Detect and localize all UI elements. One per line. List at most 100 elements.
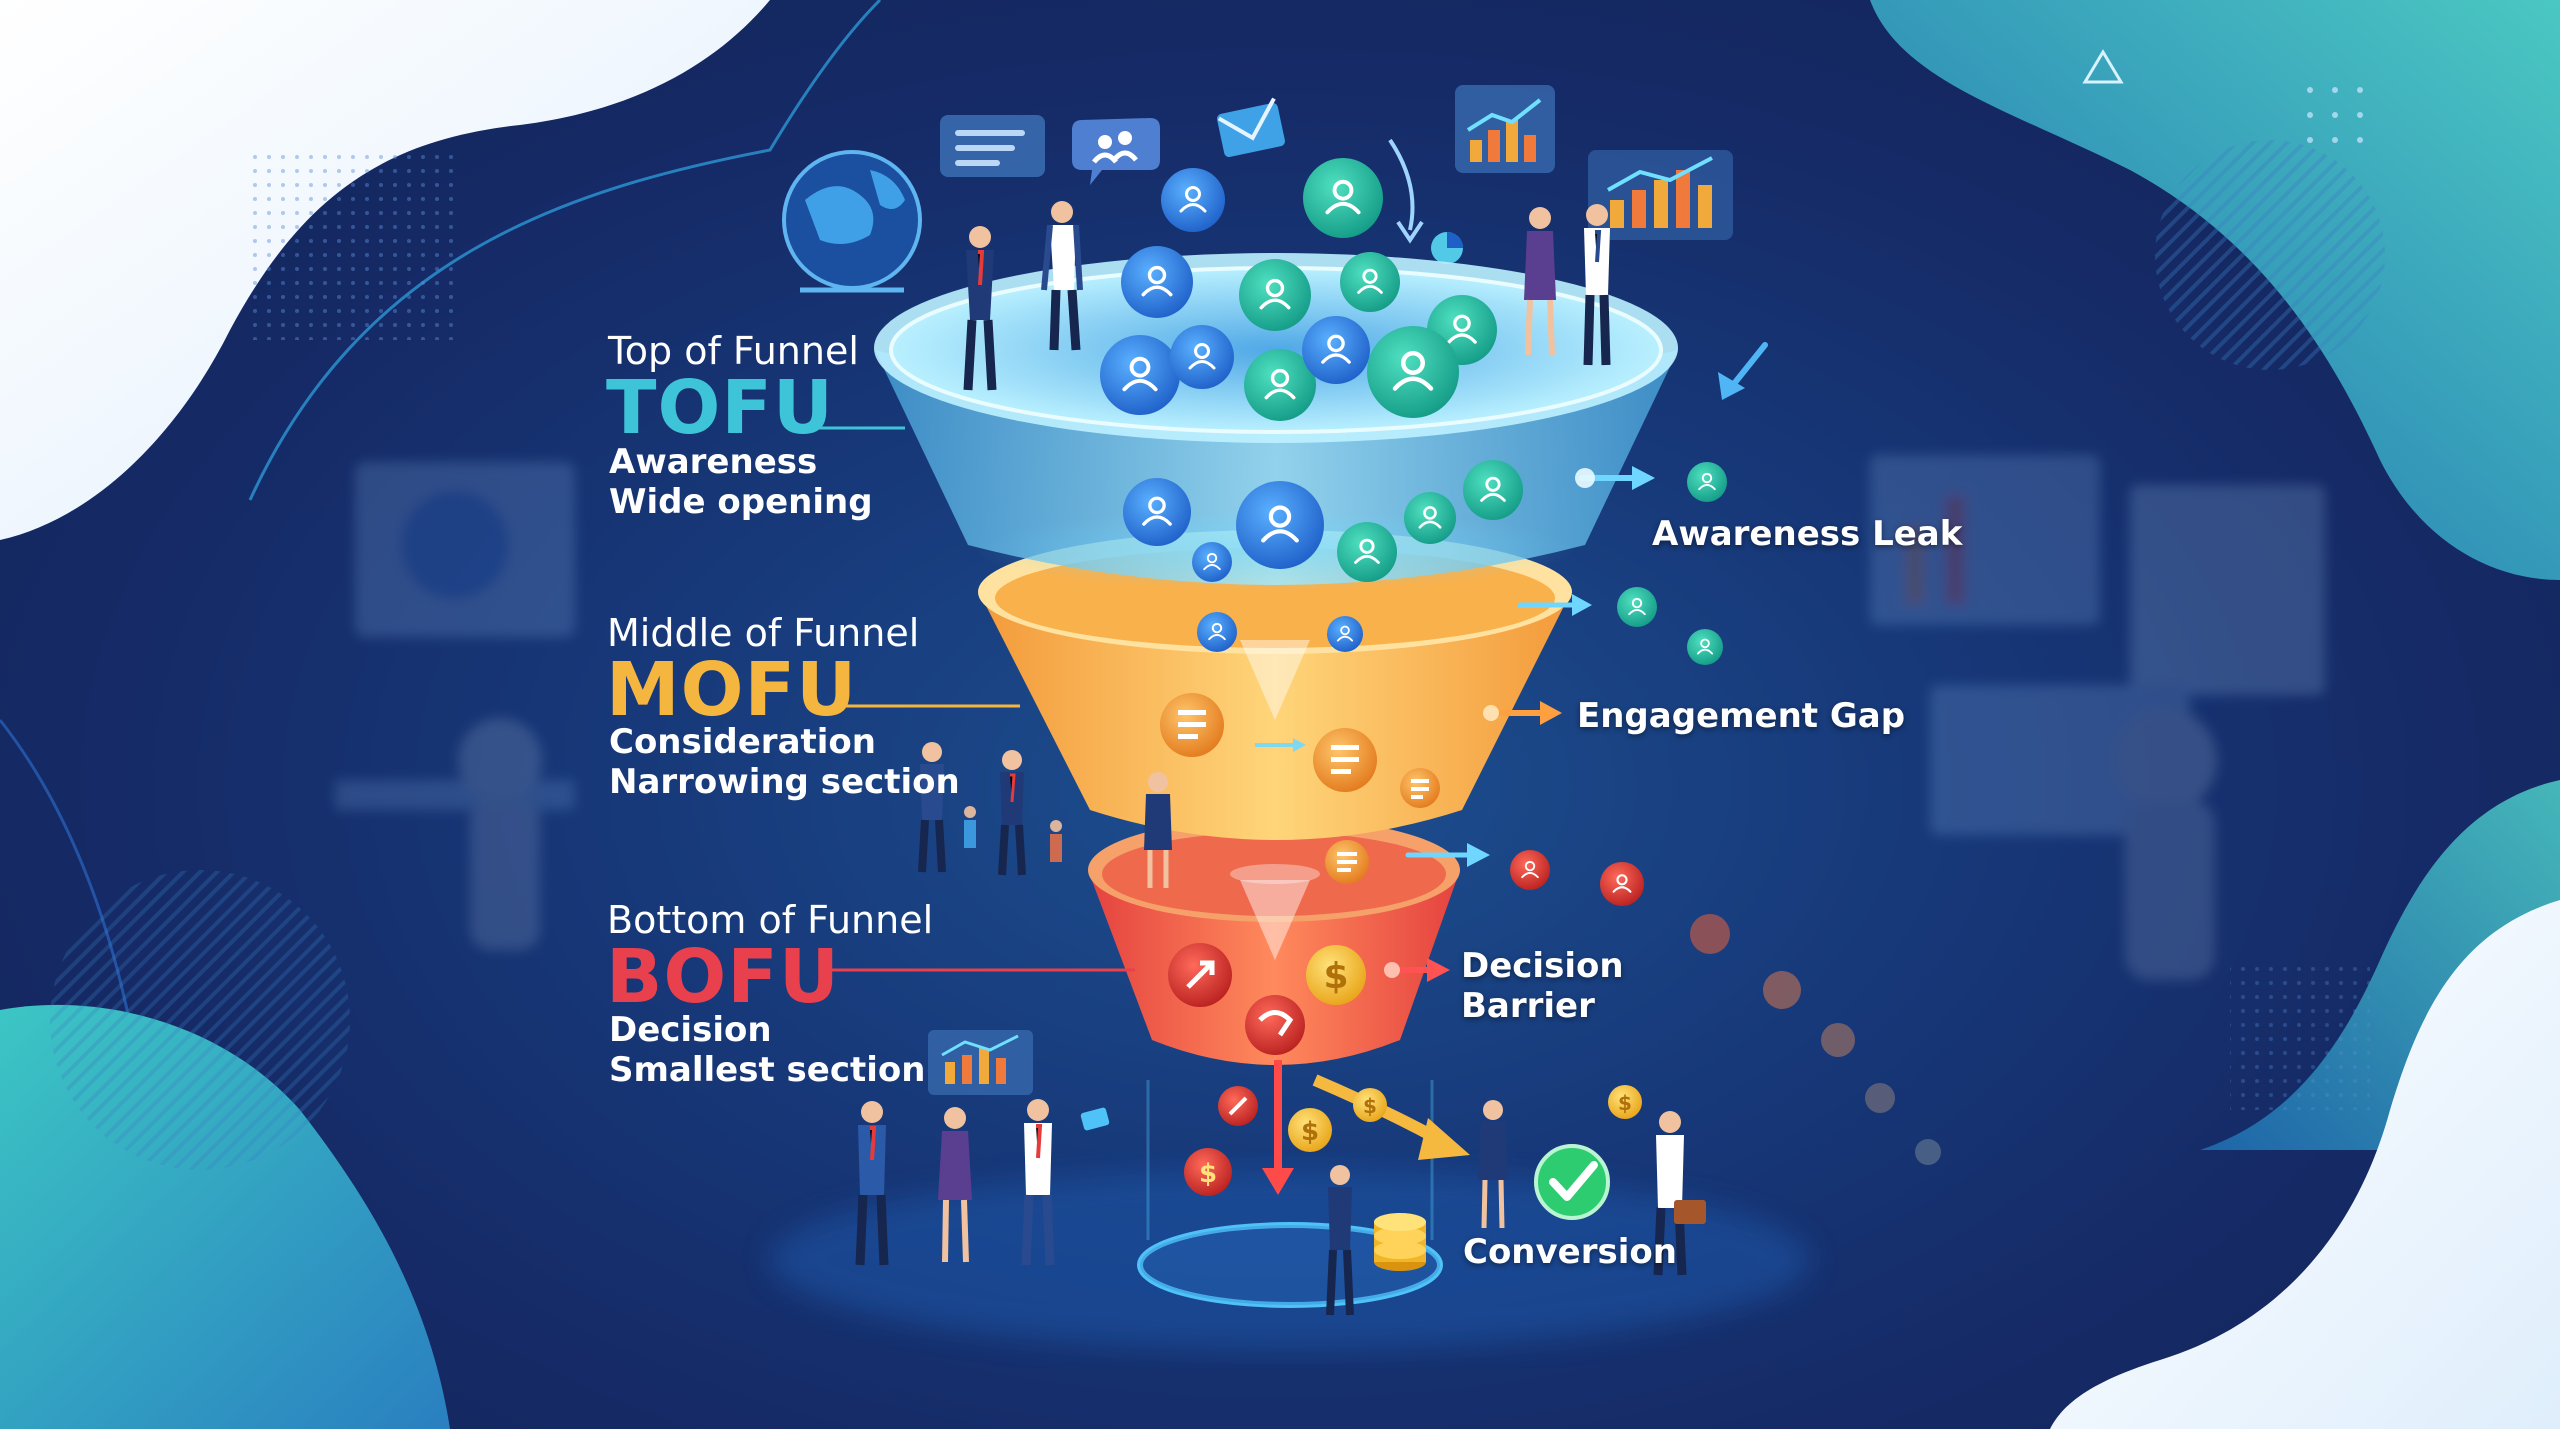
document-icon [1400, 768, 1440, 808]
message-panel-icon [940, 115, 1045, 177]
engagement-gap-label: Engagement Gap [1577, 696, 1906, 736]
user-icon [1170, 325, 1234, 389]
user-icon [1687, 462, 1727, 502]
dot-pattern-top-left [245, 150, 455, 340]
globe-icon [782, 150, 922, 293]
dollar-coin-icon: $ [1608, 1085, 1642, 1119]
user-icon [1244, 349, 1316, 421]
user-icon [1123, 478, 1191, 546]
dot-pattern-bottom-right [2230, 960, 2370, 1110]
chart-panel-icon-2 [1588, 150, 1733, 240]
user-icon [1404, 492, 1456, 544]
user-icon [1340, 252, 1400, 312]
mofu-code: MOFU [606, 647, 858, 733]
dot-grid-top-right [2307, 87, 2363, 143]
user-icon [1600, 862, 1644, 906]
user-icon [1303, 158, 1383, 238]
user-icon [1337, 522, 1397, 582]
dollar-coin-icon: $ [1306, 945, 1366, 1005]
bofu-code: BOFU [606, 934, 840, 1020]
conversion-area: $ $ $ $ [928, 1030, 1642, 1308]
leaks [1384, 462, 1941, 1165]
person-figure [963, 226, 997, 391]
mofu-desc-2: Narrowing section [609, 762, 960, 802]
person-figure [1478, 1100, 1508, 1229]
svg-text:$: $ [1301, 1117, 1319, 1147]
portal-ring [1137, 1222, 1443, 1308]
decision-barrier-label-2: Barrier [1461, 986, 1595, 1026]
check-icon [1534, 1144, 1610, 1220]
chart-panel-icon [1455, 85, 1555, 173]
mofu-subtitle: Middle of Funnel [607, 611, 920, 655]
dollar-coin-icon: $ [1353, 1088, 1387, 1122]
person-figure [1583, 204, 1611, 366]
person-figure [1144, 772, 1172, 888]
svg-text:$: $ [1323, 956, 1348, 997]
hatch-circle-top-right [2155, 140, 2385, 370]
dollar-coin-icon: $ [1288, 1108, 1332, 1152]
user-icon [1302, 316, 1370, 384]
awareness-leak-label: Awareness Leak [1652, 514, 1963, 554]
chat-icon [1072, 118, 1160, 185]
user-icons [1100, 158, 1523, 652]
person-figure [1524, 207, 1556, 356]
tofu-code: TOFU [606, 365, 835, 451]
user-icon [1192, 542, 1232, 582]
user-icon [1617, 587, 1657, 627]
funnel-items: $ [1160, 693, 1440, 1055]
person-figure [1021, 1099, 1110, 1266]
svg-text:$: $ [1199, 1159, 1217, 1189]
white-wave-top-left [0, 0, 770, 540]
hatch-circle-bottom-left [50, 870, 350, 1170]
funnel-section-bofu [1088, 818, 1460, 1065]
svg-text:$: $ [1618, 1091, 1632, 1115]
envelope-icon [1217, 97, 1285, 158]
mofu-desc-1: Consideration [609, 722, 876, 762]
user-icon [1327, 616, 1363, 652]
triangle-icon [2082, 49, 2124, 84]
people [855, 201, 1706, 1316]
blurred-office-left [335, 462, 575, 950]
bofu-desc-1: Decision [609, 1010, 772, 1050]
white-wave-bottom-right [2050, 900, 2560, 1429]
svg-text:$: $ [1363, 1094, 1377, 1118]
user-icon [1121, 246, 1193, 318]
user-icon [1197, 612, 1237, 652]
bofu-subtitle: Bottom of Funnel [607, 898, 934, 942]
user-icon [1463, 460, 1523, 520]
dollar-coin-icon: $ [1184, 1148, 1232, 1196]
blurred-office-right [1870, 455, 2325, 980]
person-figure [918, 742, 946, 873]
arrow-icon [1168, 943, 1232, 1007]
conversion-label: Conversion [1463, 1232, 1677, 1272]
user-icon [1239, 259, 1311, 331]
tofu-subtitle: Top of Funnel [608, 329, 859, 373]
user-icon [1100, 335, 1180, 415]
bofu-desc-2: Smallest section [609, 1050, 926, 1090]
floating-icons [782, 85, 1768, 400]
curved-arrow-icon [1388, 138, 1415, 231]
document-icon [1313, 728, 1377, 792]
tofu-desc-2: Wide opening [609, 482, 873, 522]
user-icon [1367, 326, 1459, 418]
mini-chart-panel-icon [928, 1030, 1033, 1095]
person-figure [1326, 1165, 1354, 1316]
document-icon [1325, 840, 1369, 884]
teal-wave-top-right [1870, 0, 2560, 580]
person-figure [938, 1107, 972, 1263]
person-figure [855, 1101, 889, 1266]
funnel-spout [1230, 864, 1320, 960]
user-icon [1510, 850, 1550, 890]
user-icon [1687, 629, 1723, 665]
arrow-icon [1218, 1086, 1258, 1126]
handshake-icon [1245, 995, 1305, 1055]
user-icon [1161, 168, 1225, 232]
decision-barrier-label-1: Decision [1461, 946, 1624, 986]
document-icon [1160, 693, 1224, 757]
person-figure [1041, 201, 1083, 351]
person-figure [1653, 1111, 1706, 1276]
user-icon [1236, 481, 1324, 569]
person-figure [998, 750, 1026, 876]
